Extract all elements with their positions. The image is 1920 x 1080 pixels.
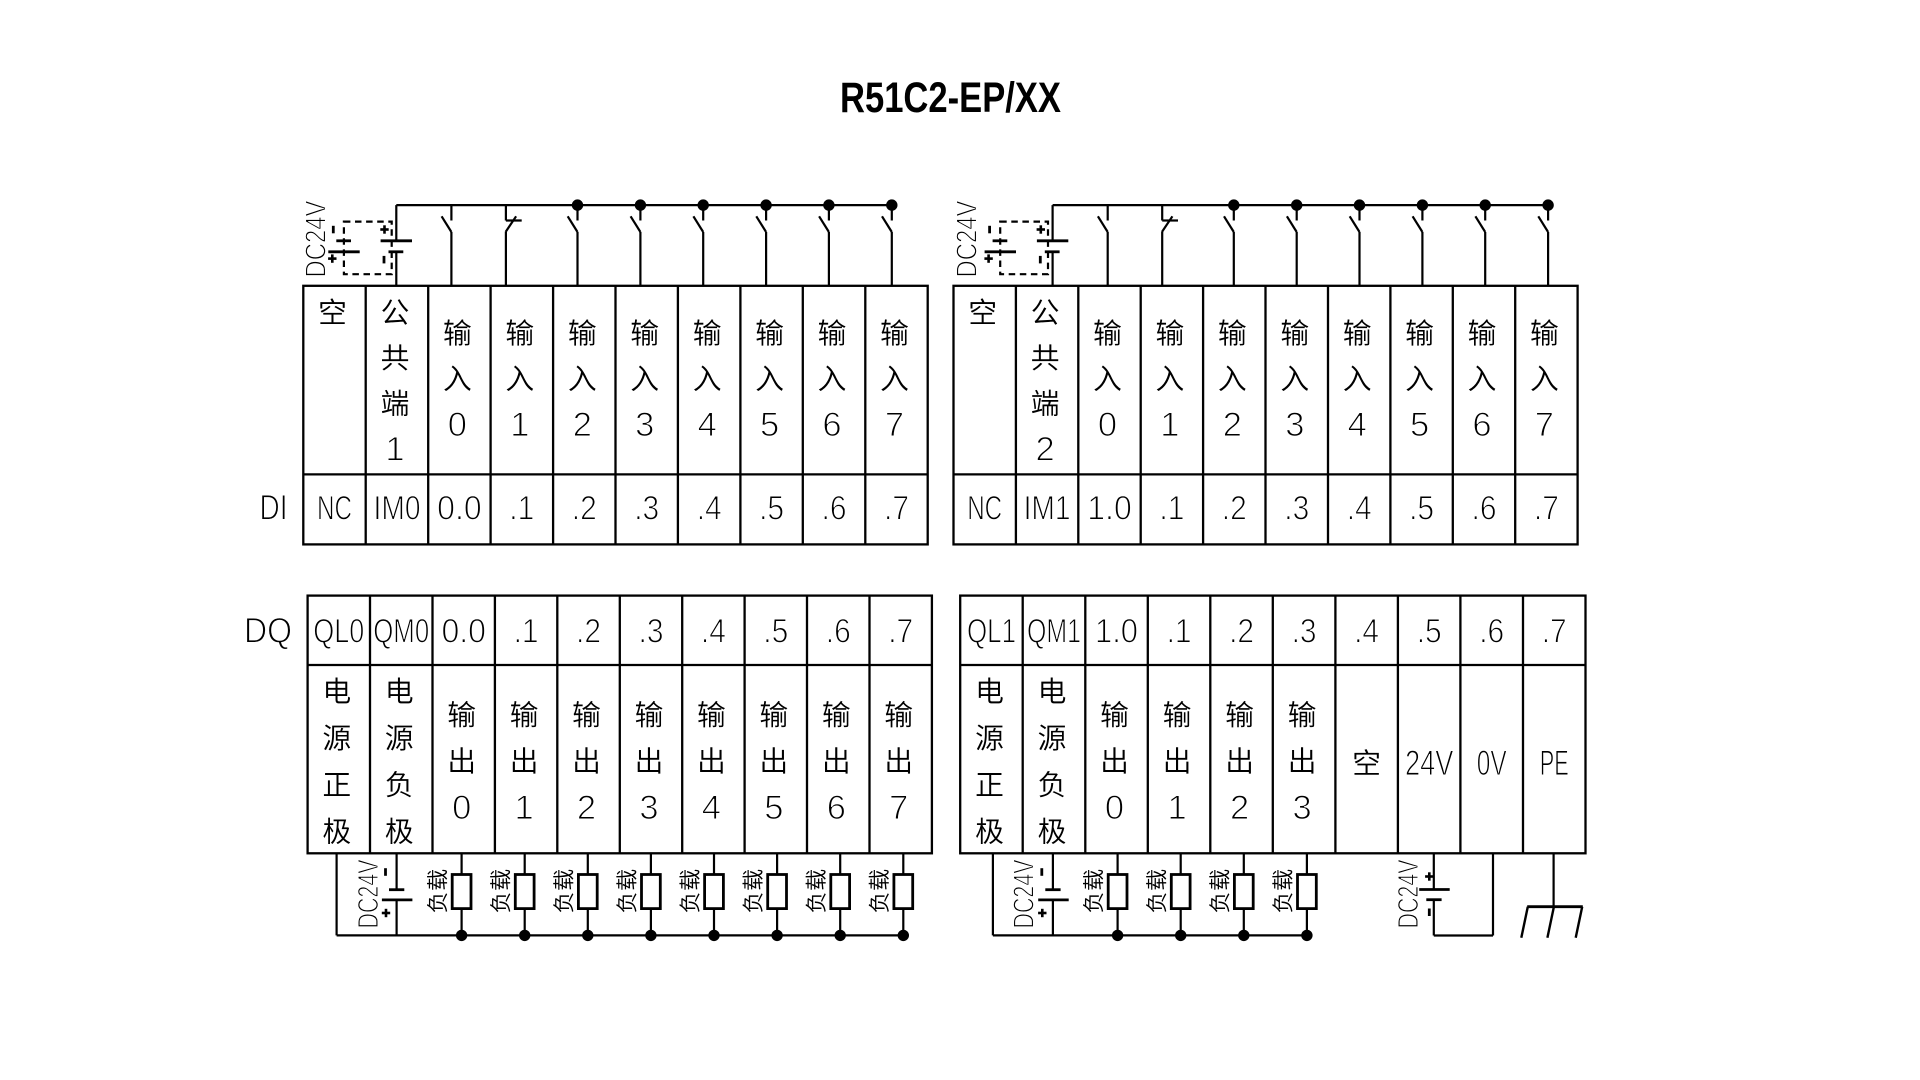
svg-text:DQ: DQ [244,611,292,651]
svg-text:.2: .2 [1222,490,1247,528]
svg-text:.1: .1 [514,613,539,651]
svg-text:5: 5 [1410,406,1429,444]
svg-text:0: 0 [1105,789,1124,827]
svg-text:.4: .4 [697,490,722,528]
svg-text:DC24V: DC24V [951,200,983,278]
svg-text:.2: .2 [576,613,601,651]
svg-text:DC24V: DC24V [1009,859,1041,928]
svg-text:3: 3 [635,406,654,444]
svg-text:4: 4 [702,789,721,827]
svg-text:IM1: IM1 [1024,490,1071,528]
svg-text:NC: NC [317,490,352,528]
svg-text:.3: .3 [1292,613,1317,651]
svg-text:R51C2-EP/XX: R51C2-EP/XX [840,74,1061,122]
svg-text:1: 1 [1160,406,1179,444]
svg-text:QL0: QL0 [313,613,364,651]
svg-text:4: 4 [1348,406,1367,444]
svg-text:PE: PE [1540,744,1569,783]
svg-text:0V: 0V [1477,744,1507,783]
svg-text:.1: .1 [1167,613,1192,651]
svg-text:7: 7 [885,406,904,444]
svg-text:.4: .4 [1347,490,1372,528]
svg-text:2: 2 [1223,406,1242,444]
svg-text:.2: .2 [1229,613,1254,651]
svg-text:4: 4 [698,406,717,444]
svg-text:.6: .6 [822,490,847,528]
svg-text:.7: .7 [884,490,909,528]
svg-text:.4: .4 [1354,613,1379,651]
svg-text:6: 6 [827,789,846,827]
svg-text:2: 2 [573,406,592,444]
svg-text:DC24V: DC24V [353,859,385,928]
svg-text:0: 0 [1098,406,1117,444]
svg-text:1: 1 [515,789,534,827]
svg-text:.3: .3 [634,490,659,528]
svg-text:0: 0 [452,789,471,827]
svg-text:3: 3 [1293,789,1312,827]
svg-text:.3: .3 [1284,490,1309,528]
svg-text:.5: .5 [1409,490,1434,528]
svg-text:6: 6 [822,406,841,444]
svg-text:.6: .6 [1472,490,1497,528]
svg-text:1.0: 1.0 [1095,613,1138,651]
svg-text:5: 5 [764,789,783,827]
svg-text:DI: DI [260,488,288,528]
svg-text:.3: .3 [639,613,664,651]
svg-text:DC24V: DC24V [301,200,333,278]
svg-text:1.0: 1.0 [1087,490,1132,528]
svg-text:.6: .6 [1479,613,1504,651]
svg-text:.6: .6 [826,613,851,651]
svg-text:QM0: QM0 [373,613,429,651]
svg-text:.5: .5 [763,613,788,651]
svg-text:.7: .7 [1534,490,1559,528]
svg-text:.5: .5 [759,490,784,528]
svg-text:DC24V: DC24V [1393,859,1425,928]
svg-text:2: 2 [1036,431,1055,469]
svg-text:QL1: QL1 [967,613,1016,651]
svg-text:0.0: 0.0 [441,613,486,651]
svg-text:.4: .4 [701,613,726,651]
svg-text:.1: .1 [509,490,534,528]
svg-text:24V: 24V [1405,744,1454,783]
svg-text:0.0: 0.0 [437,490,482,528]
svg-text:1: 1 [385,431,404,469]
svg-text:0: 0 [448,406,467,444]
svg-text:2: 2 [1230,789,1249,827]
svg-text:7: 7 [1535,406,1554,444]
svg-text:2: 2 [577,789,596,827]
svg-text:QM1: QM1 [1027,613,1081,651]
svg-text:.7: .7 [888,613,913,651]
svg-text:1: 1 [510,406,529,444]
svg-text:5: 5 [760,406,779,444]
svg-text:.1: .1 [1159,490,1184,528]
svg-text:3: 3 [639,789,658,827]
svg-text:.5: .5 [1417,613,1442,651]
svg-text:.2: .2 [572,490,597,528]
svg-text:.7: .7 [1542,613,1567,651]
svg-text:7: 7 [889,789,908,827]
svg-text:1: 1 [1168,789,1187,827]
svg-text:3: 3 [1285,406,1304,444]
svg-text:IM0: IM0 [374,490,421,528]
svg-text:6: 6 [1472,406,1491,444]
svg-text:NC: NC [967,490,1002,528]
